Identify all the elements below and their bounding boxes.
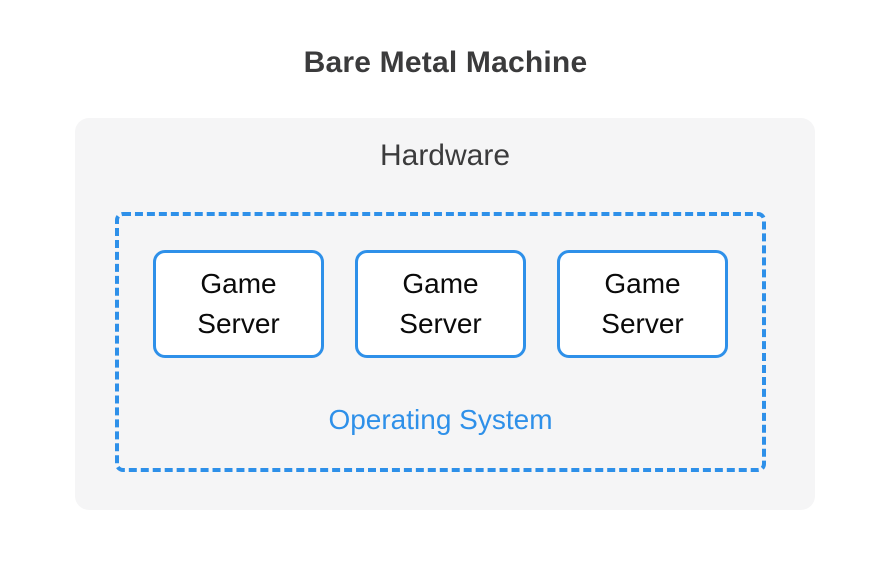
game-server-box-2: Game Server [355,250,526,358]
hardware-panel: Hardware Game Server Game Server Game Se… [75,118,815,510]
hardware-label: Hardware [379,139,511,172]
game-server-box-3: Game Server [557,250,728,358]
game-server-label: Game Server [399,268,482,339]
operating-system-label: Operating System [328,404,553,435]
game-server-label: Game Server [601,268,684,339]
operating-system-box: Game Server Game Server Game Server Oper… [115,212,766,472]
game-server-label: Game Server [197,268,280,339]
game-server-row: Game Server Game Server Game Server [119,250,762,358]
diagram-title: Bare Metal Machine [303,46,588,79]
game-server-box-1: Game Server [153,250,324,358]
